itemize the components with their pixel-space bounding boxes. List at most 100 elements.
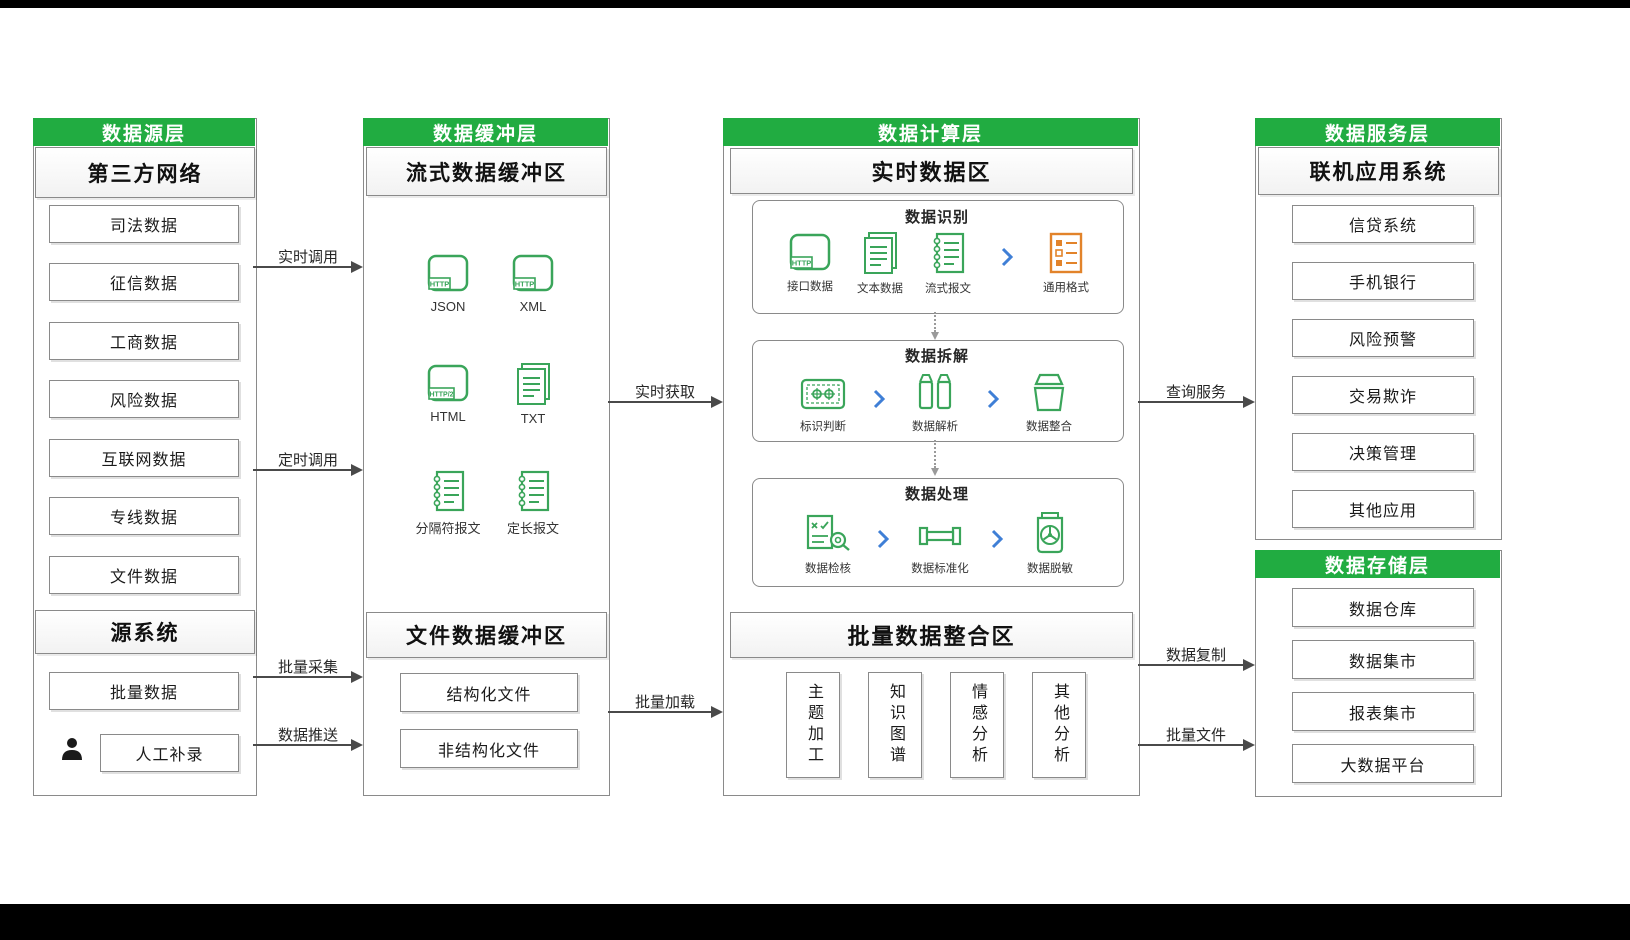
arrow-label-batch-collect: 批量采集 bbox=[278, 659, 339, 676]
arrow-query-service bbox=[1138, 396, 1255, 408]
icon-label: TXT bbox=[520, 411, 546, 426]
identify-card-icon bbox=[800, 378, 846, 410]
step-icon-text-data: 文本数据 bbox=[847, 230, 913, 296]
source-item: 互联网数据 bbox=[49, 439, 239, 477]
source-item: 批量数据 bbox=[49, 672, 239, 710]
buffer-layer-header: 数据缓冲层 bbox=[363, 118, 608, 146]
icon-caption: 数据标准化 bbox=[911, 563, 969, 575]
icon-label: JSON bbox=[430, 299, 466, 314]
service-item: 手机银行 bbox=[1292, 262, 1474, 300]
arrow-batch-collect bbox=[253, 671, 363, 683]
person-icon bbox=[62, 738, 82, 760]
icon-caption: 通用格式 bbox=[1043, 282, 1089, 294]
notebook-icon bbox=[433, 470, 465, 512]
compute-layer-header: 数据计算层 bbox=[723, 118, 1138, 146]
source-item: 人工补录 bbox=[100, 734, 239, 772]
source-item: 司法数据 bbox=[49, 205, 239, 243]
batch-item: 情感分析 bbox=[950, 672, 1004, 778]
service-layer-header: 数据服务层 bbox=[1255, 118, 1500, 146]
source-layer-header: 数据源层 bbox=[33, 118, 255, 146]
http-badge: HTTP/2 bbox=[429, 392, 453, 399]
arrow-batch-file bbox=[1138, 739, 1255, 751]
icon-caption: 流式报文 bbox=[925, 283, 971, 295]
notebook-icon bbox=[518, 470, 550, 512]
step-icon-parse: 数据解析 bbox=[900, 370, 970, 434]
bin-icon bbox=[1033, 373, 1065, 412]
realtime-area-subheader: 实时数据区 bbox=[730, 148, 1133, 194]
chevron-right-icon bbox=[987, 389, 1000, 409]
arrow-data-copy bbox=[1138, 659, 1255, 671]
arrow-label-data-push: 数据推送 bbox=[278, 727, 339, 744]
stream-format-html: HTTP/2 HTML bbox=[403, 363, 493, 424]
icon-label: XML bbox=[519, 299, 547, 314]
icon-caption: 数据整合 bbox=[1026, 421, 1072, 433]
document-icon bbox=[517, 363, 550, 405]
file-buffer-item: 非结构化文件 bbox=[400, 729, 578, 768]
source-item: 风险数据 bbox=[49, 380, 239, 418]
stream-format-delimited: 分隔符报文 bbox=[403, 468, 493, 537]
step-title: 数据拆解 bbox=[904, 348, 969, 365]
arrow-label-data-copy: 数据复制 bbox=[1166, 647, 1227, 664]
icon-caption: 接口数据 bbox=[787, 281, 833, 293]
service-item: 风险预警 bbox=[1292, 319, 1474, 357]
flow-arrow-down bbox=[931, 312, 939, 340]
flow-arrow-down bbox=[931, 440, 939, 476]
notebook-icon bbox=[933, 232, 965, 274]
storage-item: 大数据平台 bbox=[1292, 744, 1474, 783]
arrow-label-batch-file: 批量文件 bbox=[1166, 727, 1227, 744]
stream-format-txt: TXT bbox=[488, 361, 578, 426]
http-badge: HTTP bbox=[430, 280, 450, 289]
storage-layer-header: 数据存储层 bbox=[1255, 550, 1500, 578]
step-icon-interface-data: HTTP 接口数据 bbox=[777, 232, 843, 294]
online-apps-subheader: 联机应用系统 bbox=[1258, 147, 1499, 195]
arrow-batch-load bbox=[608, 706, 723, 718]
icon-caption: 数据脱敏 bbox=[1027, 563, 1073, 575]
icon-label: HTML bbox=[430, 409, 466, 424]
step-title: 数据处理 bbox=[904, 486, 969, 503]
service-item: 决策管理 bbox=[1292, 433, 1474, 471]
icon-caption: 标识判断 bbox=[800, 421, 846, 433]
step-icon-check: 数据检核 bbox=[790, 512, 866, 576]
step-icon-stream-message: 流式报文 bbox=[915, 230, 981, 296]
third-party-subheader: 第三方网络 bbox=[35, 147, 255, 198]
file-buffer-item: 结构化文件 bbox=[400, 673, 578, 712]
chevron-right-icon bbox=[873, 389, 886, 409]
file-buffer-subheader: 文件数据缓冲区 bbox=[366, 612, 607, 658]
storage-item: 数据集市 bbox=[1292, 640, 1474, 679]
source-system-subheader: 源系统 bbox=[35, 610, 255, 654]
service-item: 交易欺诈 bbox=[1292, 376, 1474, 414]
stream-format-json: HTTP JSON bbox=[403, 253, 493, 314]
chevron-right-icon bbox=[1001, 247, 1014, 267]
batch-item: 主题加工 bbox=[786, 672, 840, 778]
document-icon bbox=[864, 232, 897, 274]
letterbox-top bbox=[0, 0, 1630, 8]
batch-item: 其他分析 bbox=[1032, 672, 1086, 778]
step-title: 数据识别 bbox=[904, 209, 969, 226]
arrow-label-realtime-fetch: 实时获取 bbox=[635, 384, 696, 401]
letterbox-bottom bbox=[0, 904, 1630, 940]
step-icon-integrate: 数据整合 bbox=[1014, 370, 1084, 434]
arrow-scheduled-call bbox=[253, 464, 363, 476]
chevron-right-icon bbox=[877, 529, 890, 549]
icon-caption: 数据检核 bbox=[805, 563, 851, 575]
arrow-data-push bbox=[253, 739, 363, 751]
source-item: 工商数据 bbox=[49, 322, 239, 360]
http-box-icon: HTTP bbox=[789, 233, 831, 271]
http-badge: HTTP bbox=[792, 259, 812, 268]
step-icon-common-format: 通用格式 bbox=[1033, 231, 1099, 295]
source-item: 征信数据 bbox=[49, 263, 239, 301]
parse-canisters-icon bbox=[918, 374, 952, 410]
checklist-icon bbox=[1049, 232, 1083, 274]
step-icon-identify: 标识判断 bbox=[788, 374, 858, 434]
arrow-realtime-call bbox=[253, 261, 363, 273]
service-item: 其他应用 bbox=[1292, 490, 1474, 528]
arrow-label-batch-load: 批量加载 bbox=[635, 694, 696, 711]
step-icon-standardize: 数据标准化 bbox=[900, 516, 980, 576]
chevron-right-icon bbox=[991, 529, 1004, 549]
arrow-label-realtime-call: 实时调用 bbox=[278, 249, 339, 266]
arrow-label-query-service: 查询服务 bbox=[1166, 384, 1227, 401]
icon-caption: 数据解析 bbox=[912, 421, 958, 433]
icon-label: 定长报文 bbox=[506, 521, 559, 536]
pipe-icon bbox=[918, 526, 962, 546]
